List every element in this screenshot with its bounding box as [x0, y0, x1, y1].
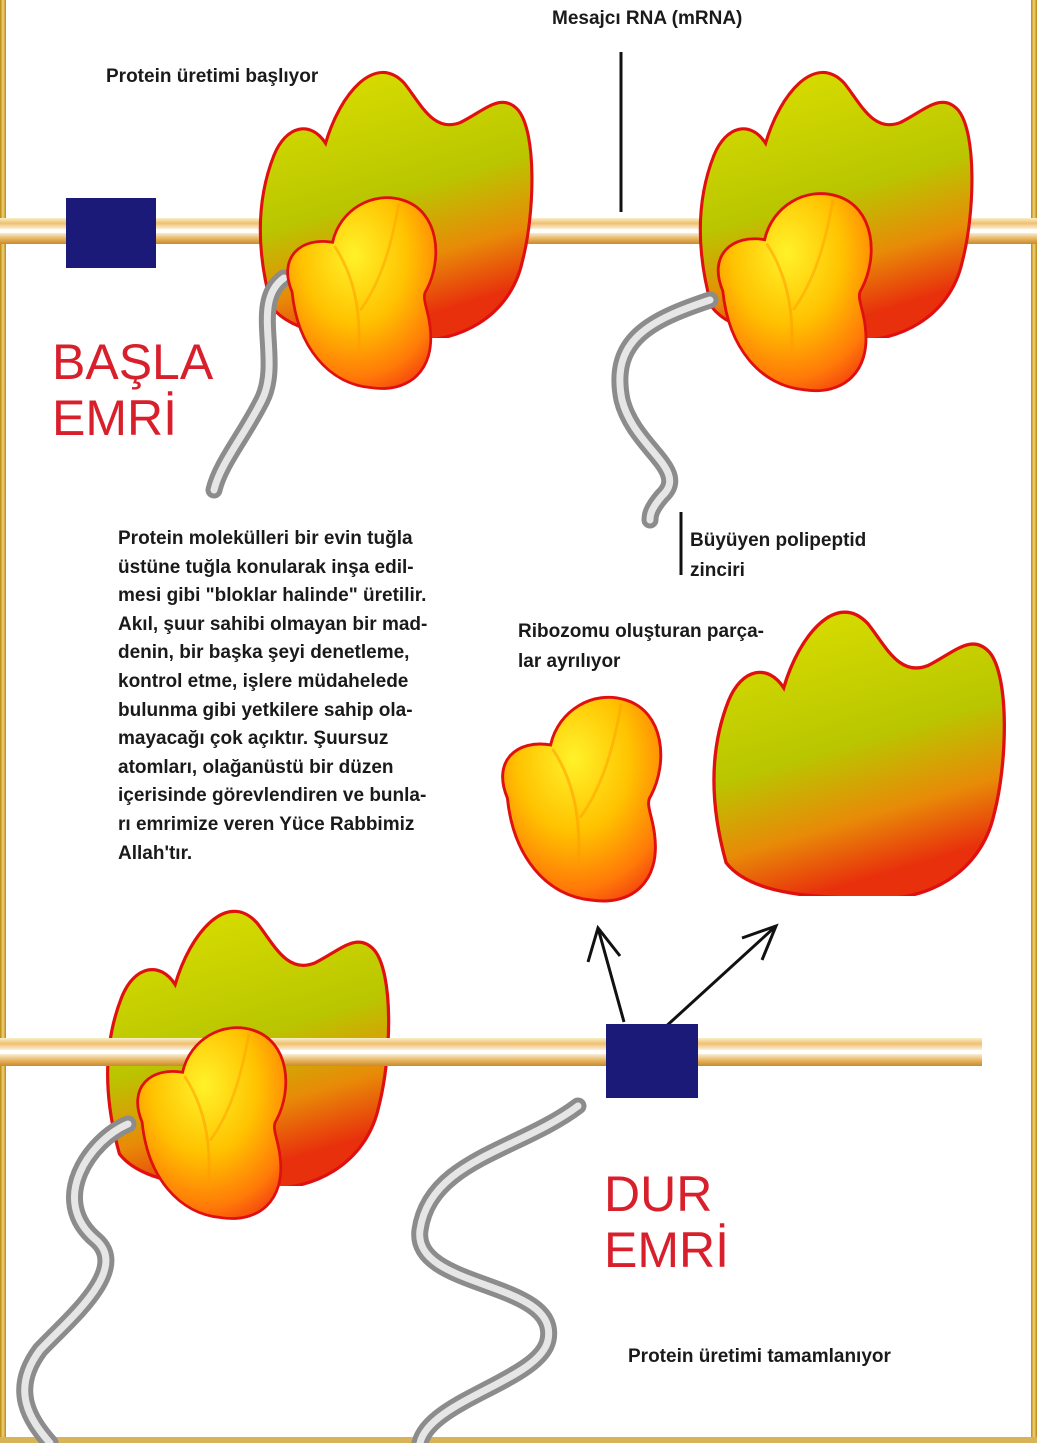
start-codon-block [66, 198, 156, 268]
growing-chain-line-1: Büyüyen polipeptid [690, 530, 867, 551]
stop-command-label: DUR EMRİ [604, 1166, 729, 1278]
body-line: bulunma gibi yetkilere sahip ola- [118, 699, 413, 721]
body-line: denin, bir başka şeyi denetleme, [118, 642, 410, 664]
start-command-label: BAŞLA EMRİ [52, 334, 213, 446]
body-line: mesi gibi "bloklar halinde" üretilir. [118, 585, 427, 607]
separation-arrows [586, 923, 779, 1032]
start-command-line-2: EMRİ [52, 390, 177, 446]
ribosome-separates-line-2: lar ayrılıyor [518, 651, 621, 672]
small-subunit-detached [501, 695, 663, 903]
stop-codon-block [606, 1024, 698, 1098]
released-protein-chain [411, 1097, 587, 1443]
growing-chain-label: Büyüyen polipeptid zinciri [690, 526, 866, 586]
body-line: Protein molekülleri bir evin tuğla [118, 528, 413, 549]
stop-command-line-1: DUR [604, 1166, 713, 1222]
frame-left [0, 0, 6, 1443]
ribosome-separates-label: Ribozomu oluşturan parça- lar ayrılıyor [518, 617, 764, 677]
end-production-label: Protein üretimi tamamlanıyor [628, 1346, 891, 1367]
body-line: Akıl, şuur sahibi olmayan bir mad- [118, 613, 428, 635]
body-paragraph: Protein molekülleri bir evin tuğla üstün… [118, 525, 488, 868]
frame-bottom [0, 1437, 1037, 1443]
ribosome-separates-line-1: Ribozomu oluşturan parça- [518, 621, 764, 642]
body-line: üstüne tuğla konularak inşa edil- [118, 556, 414, 578]
start-command-line-1: BAŞLA [52, 334, 214, 390]
growing-chain-line-2: zinciri [690, 560, 745, 581]
body-line: rı emrimize veren Yüce Rabbimiz [118, 813, 415, 835]
body-line: Allah'tır. [118, 842, 193, 864]
stop-command-line-2: EMRİ [604, 1222, 729, 1278]
body-line: mayacağı çok açıktır. Şuursuz [118, 728, 389, 750]
mrna-label: Mesajcı RNA (mRNA) [552, 8, 743, 29]
body-line: kontrol etme, işlere müdahelede [118, 670, 409, 692]
polypeptid-chain-bottom-left [16, 1115, 137, 1443]
start-production-label: Protein üretimi başlıyor [106, 66, 319, 87]
body-line: içerisinde görevlendiren ve bunla- [118, 785, 427, 807]
mrna-strand-bottom [0, 1038, 982, 1066]
frame-right [1031, 0, 1037, 1443]
body-line: atomları, olağanüstü bir düzen [118, 756, 394, 778]
